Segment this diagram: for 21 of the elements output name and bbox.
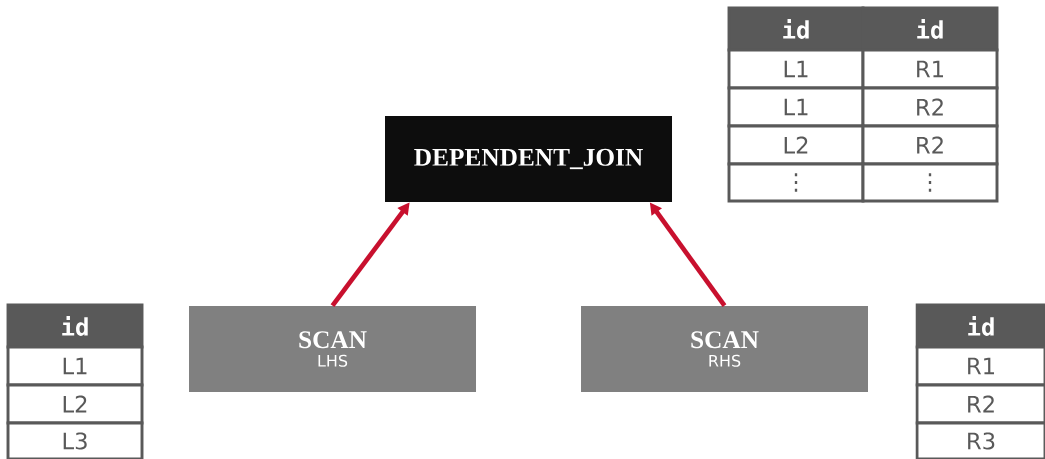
table-cell: R1 — [861, 48, 999, 90]
header-cell: id — [915, 303, 1045, 349]
header-cell: id — [861, 6, 999, 52]
scan-box: SCAN RHS — [581, 306, 868, 392]
header-cell: id — [727, 6, 865, 52]
table-cell: R2 — [861, 86, 999, 128]
scan-box: SCAN LHS — [189, 306, 476, 392]
join-box: DEPENDENT_JOIN — [385, 116, 672, 202]
table-cell: ⋮ — [727, 162, 865, 203]
table-cell: R2 — [915, 383, 1045, 425]
header-cell: id — [6, 303, 144, 349]
table-cell: R2 — [861, 124, 999, 166]
table-cell: L1 — [6, 345, 144, 387]
table-cell: R3 — [915, 421, 1045, 459]
table-cell: L3 — [6, 421, 144, 459]
table-cell: L1 — [727, 86, 865, 128]
table-cell: ⋮ — [861, 162, 999, 203]
table-cell: L2 — [6, 383, 144, 425]
table-cell: L2 — [727, 124, 865, 166]
table-cell: L1 — [727, 48, 865, 90]
table-cell: R1 — [915, 345, 1045, 387]
